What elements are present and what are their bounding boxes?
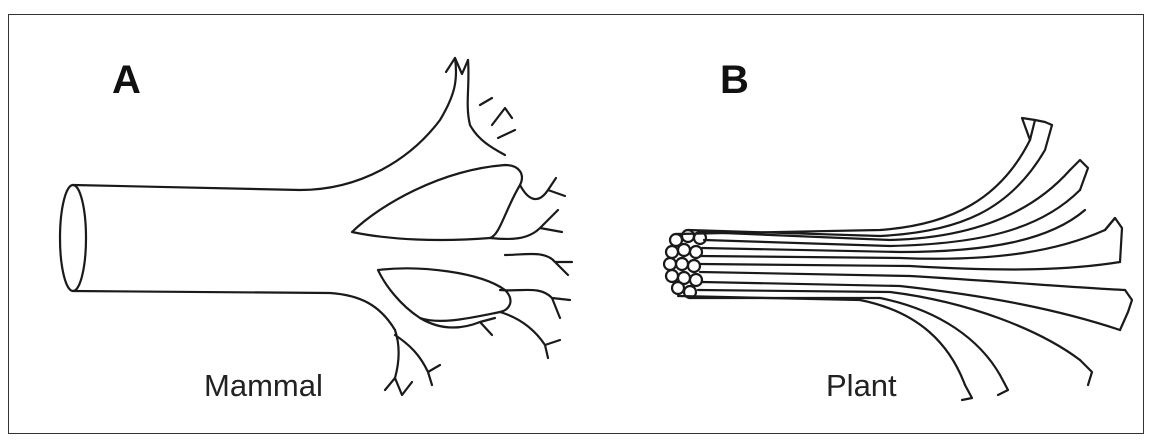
bundle-fibers [676,120,1125,385]
